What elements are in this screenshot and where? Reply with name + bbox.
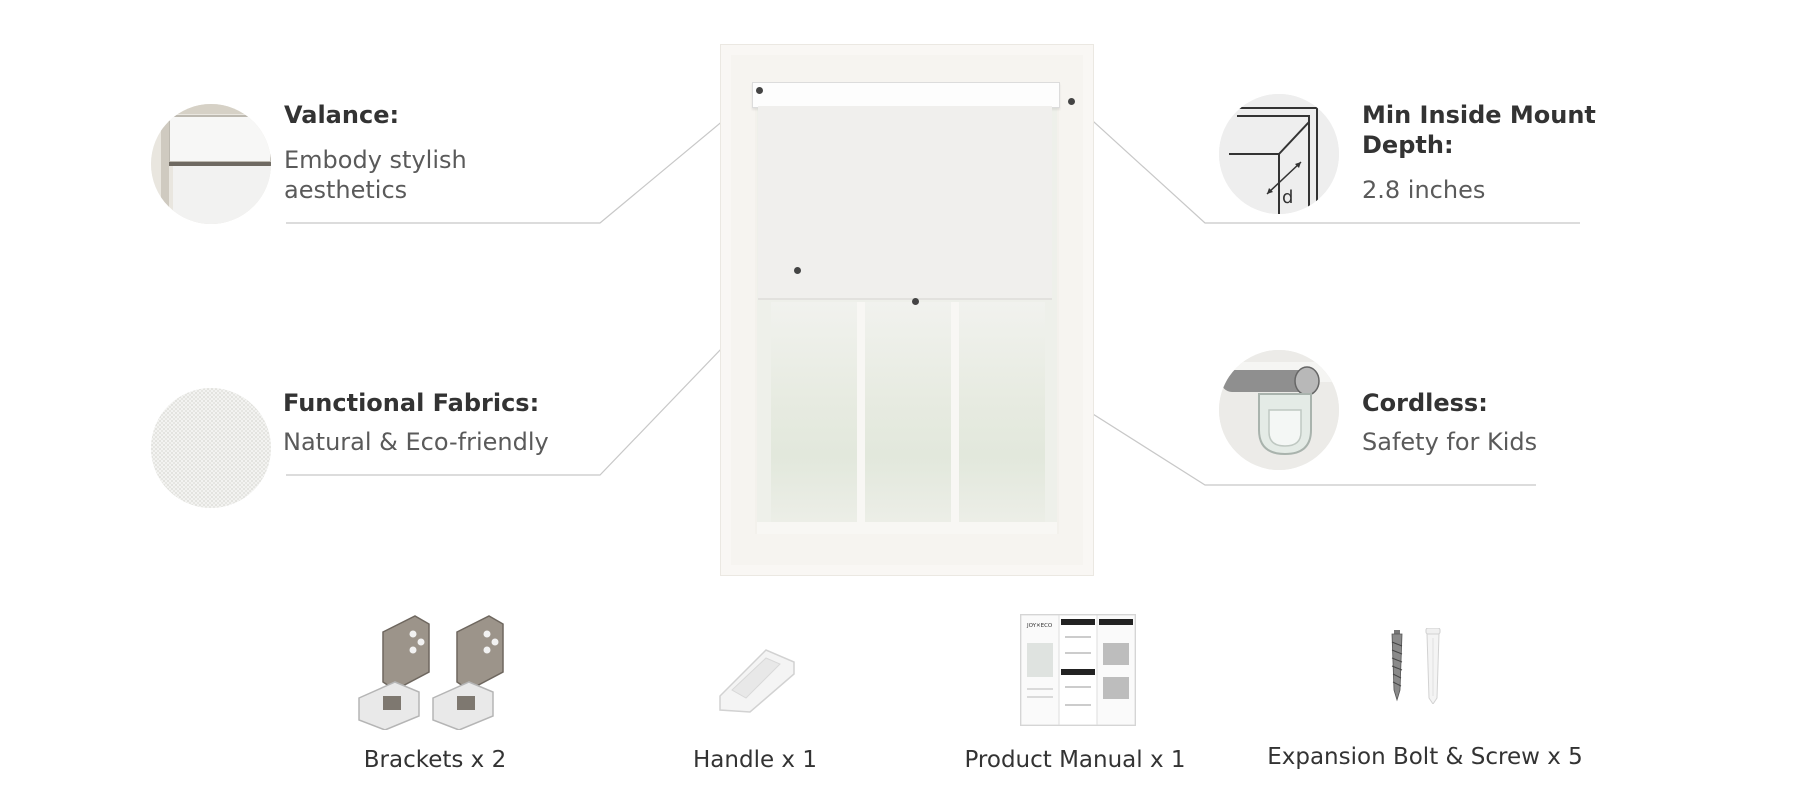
depth-diagram-label: d (1282, 187, 1293, 208)
product-manual-icon: JOY✕ECO (1020, 614, 1136, 726)
callout-dot-fabric (794, 267, 801, 274)
depth-title-line2: Depth: (1362, 131, 1454, 159)
roller-shade-fabric (758, 106, 1052, 300)
depth-desc: 2.8 inches (1362, 176, 1486, 204)
expansion-bolt-screw-icon (1380, 627, 1450, 705)
window-pane (865, 302, 951, 522)
depth-diagram-icon: d (1219, 94, 1339, 214)
depth-title-line1: Min Inside Mount (1362, 101, 1596, 129)
callout-dot-cordless (912, 298, 919, 305)
callout-dot-valance (756, 87, 763, 94)
manual-brand-text: JOY✕ECO (1026, 623, 1053, 629)
window-mullion (951, 302, 959, 534)
roller-shade-valance (752, 82, 1060, 108)
window-sill (757, 522, 1057, 534)
expansion-bolt-screw-label: Expansion Bolt & Screw x 5 (1267, 744, 1583, 770)
cordless-wand-icon (1219, 350, 1339, 470)
valance-photo-icon (151, 104, 271, 224)
window-mullion (857, 302, 865, 534)
window-pane (959, 302, 1045, 522)
cordless-desc: Safety for Kids (1362, 428, 1538, 456)
product-manual-label: Product Manual x 1 (964, 747, 1186, 773)
brackets-icon (355, 612, 515, 731)
brackets-label: Brackets x 2 (363, 747, 507, 773)
callout-dot-depth (1068, 98, 1075, 105)
fabrics-desc: Natural & Eco-friendly (283, 428, 549, 456)
fabric-texture-icon (151, 388, 271, 508)
window-pane (771, 302, 857, 522)
fabrics-title: Functional Fabrics: (283, 389, 540, 417)
handle-label: Handle x 1 (693, 747, 817, 773)
valance-title: Valance: (284, 101, 400, 129)
cordless-title: Cordless: (1362, 389, 1488, 417)
valance-desc-line2: aesthetics (284, 176, 408, 204)
valance-desc-line1: Embody stylish (284, 146, 467, 174)
handle-icon (710, 640, 800, 716)
